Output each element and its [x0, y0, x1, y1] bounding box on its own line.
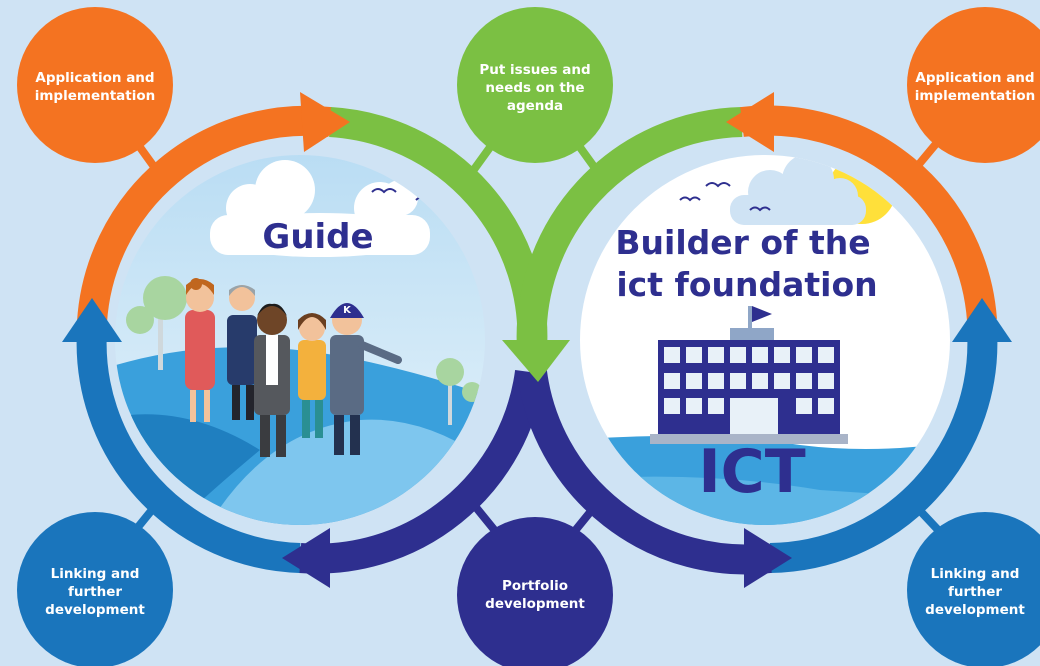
node-bottom-right: Linking and further development [907, 512, 1040, 666]
cloud-icon [730, 155, 866, 225]
left-ring-blue-arc [76, 329, 301, 573]
ict-sign-text: ICT [698, 437, 805, 507]
birds-icon [679, 182, 771, 212]
node-bottom-right-line1: Linking and [931, 566, 1020, 582]
svg-text:K: K [343, 305, 352, 316]
node-bottom-left-line1: Linking and [51, 566, 140, 582]
right-ring-orange-arc [740, 105, 997, 322]
node-bottom-left: Linking and further development [17, 512, 173, 666]
node-top-right-line1: Application and [915, 70, 1034, 86]
node-top-center: Put issues and needs on the agenda [457, 7, 613, 163]
ict-building-illustration: ICT [650, 306, 848, 507]
node-bottom-center-line1: Portfolio [502, 578, 568, 594]
right-ring-green-arc [516, 107, 743, 351]
node-top-left-line2: implementation [35, 88, 156, 104]
node-top-center-line1: Put issues and [479, 62, 590, 78]
node-bottom-center-line2: development [485, 596, 585, 612]
tree-icon [126, 276, 187, 370]
arrowhead-orange-right-icon [300, 92, 350, 152]
guide-title: Guide [262, 217, 373, 257]
right-ring-blue-arc [769, 329, 998, 573]
arrowhead-green-down-icon [502, 340, 570, 382]
right-ring-darkblue-arc [517, 369, 772, 575]
arrowhead-blue-up-icon [62, 298, 122, 342]
node-top-right: Application and implementation [907, 7, 1040, 163]
node-bottom-right-line2: further [948, 584, 1002, 600]
people-group-illustration: K [185, 278, 402, 457]
left-ring-orange-arc [77, 105, 332, 324]
node-top-left-line1: Application and [35, 70, 154, 86]
builder-title-line2: ict foundation [616, 265, 877, 304]
arrowhead-darkblue-right-icon [744, 528, 792, 588]
node-bottom-left-line2: further [68, 584, 122, 600]
left-ring-darkblue-arc [298, 369, 545, 574]
node-top-right-line2: implementation [915, 88, 1036, 104]
node-top-left: Application and implementation [17, 7, 173, 163]
arrowhead-blue-up-right-icon [952, 298, 1012, 342]
arrowhead-darkblue-left-icon [282, 528, 330, 588]
node-bottom-left-line3: development [45, 602, 145, 618]
arrowhead-orange-left-icon [726, 92, 774, 152]
builder-title-line1: Builder of the [615, 223, 870, 262]
node-bottom-right-line3: development [925, 602, 1025, 618]
cycle-rings [76, 105, 998, 575]
node-top-center-line2: needs on the [485, 80, 584, 96]
node-top-center-line3: agenda [507, 98, 563, 114]
node-bottom-center: Portfolio development [457, 517, 613, 666]
